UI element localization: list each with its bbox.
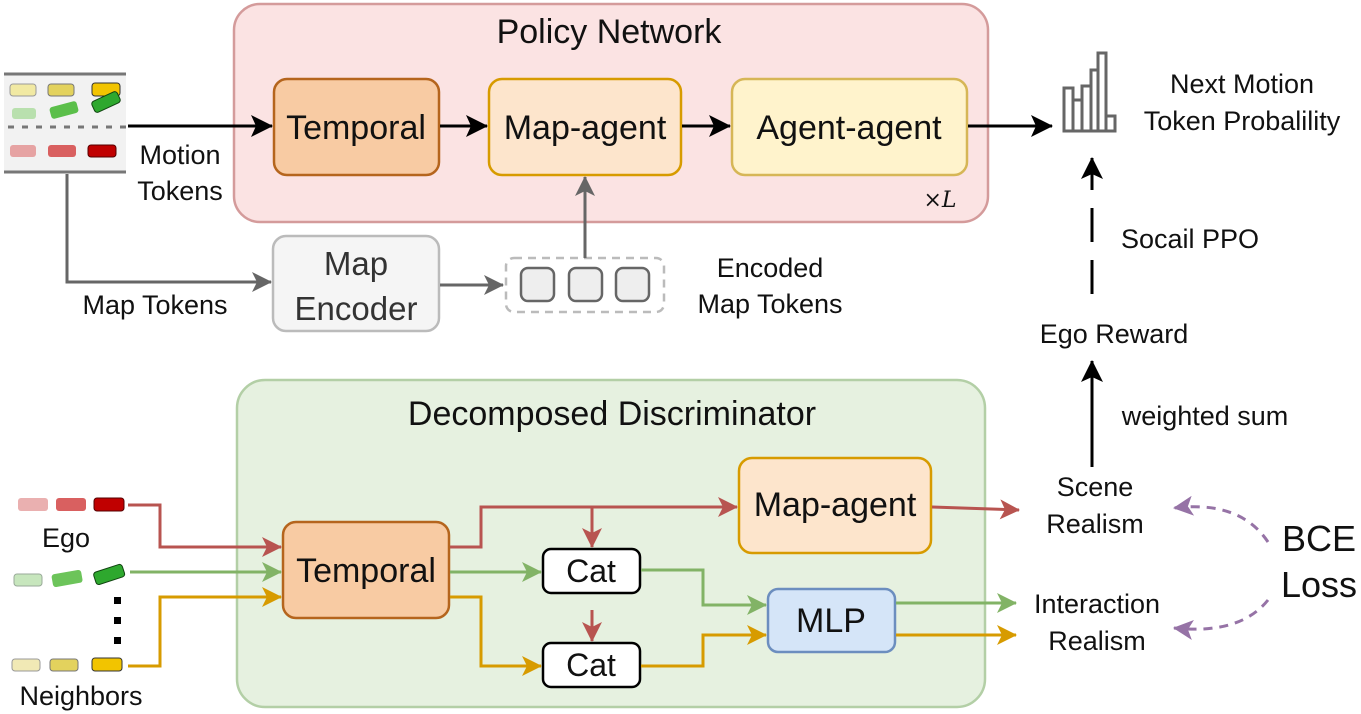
encoded-token-1 <box>519 266 556 303</box>
arrow-yellow-to-temporal <box>128 587 282 668</box>
arrow-temporal-to-map-agent <box>450 497 738 549</box>
neighbors-label: Neighbors <box>19 681 142 711</box>
scene-realism-label-1: Scene <box>1057 472 1134 502</box>
arrow-map-agent-to-scene <box>931 499 1020 520</box>
mlp-label: MLP <box>796 602 866 640</box>
ellipsis-dots <box>114 597 121 644</box>
arrow-bce-to-scene <box>1173 495 1270 543</box>
map-encoder-label-1: Map <box>324 245 388 282</box>
disc-map-agent-block <box>737 456 933 555</box>
scene-realism-label-2: Realism <box>1046 509 1144 539</box>
bce-loss-label-2: Loss <box>1281 564 1357 605</box>
weighted-sum-label: weighted sum <box>1121 401 1289 431</box>
motion-tokens-label-1: Motion <box>139 140 220 170</box>
motion-scene-image <box>4 72 126 174</box>
discriminator-title: Decomposed Discriminator <box>408 395 816 433</box>
disc-temporal-label: Temporal <box>296 552 436 590</box>
encoded-token-3 <box>614 266 651 303</box>
policy-temporal-label: Temporal <box>286 109 426 147</box>
map-encoder-label-2: Encoder <box>295 290 418 327</box>
cat-top-block <box>541 547 642 595</box>
arrow-cat-bottom-to-mlp <box>641 625 767 668</box>
encoded-token-2 <box>567 266 604 303</box>
map-encoder-block <box>271 234 441 333</box>
next-motion-label-2: Token Probalility <box>1144 106 1341 136</box>
probability-histogram-icon <box>1062 51 1117 133</box>
disc-temporal-block <box>281 520 451 620</box>
encoded-map-tokens-label-1: Encoded <box>717 253 824 283</box>
next-motion-label-1: Next Motion <box>1170 69 1314 99</box>
interaction-realism-label-1: Interaction <box>1034 589 1160 619</box>
policy-agent-agent-label: Agent-agent <box>756 109 942 147</box>
cat-top-label: Cat <box>566 553 616 589</box>
arrow-bce-to-interaction <box>1173 599 1270 640</box>
ego-reward-label: Ego Reward <box>1040 319 1189 349</box>
cat-bottom-label: Cat <box>566 647 616 683</box>
motion-tokens-label-2: Tokens <box>137 176 223 206</box>
interaction-realism-label-2: Realism <box>1048 626 1146 656</box>
policy-network-title: Policy Network <box>497 13 723 51</box>
ego-label: Ego <box>42 523 90 553</box>
policy-map-agent-block <box>487 77 683 177</box>
mlp-block <box>766 587 897 654</box>
arrow-temporal-to-cat-bottom <box>450 595 542 676</box>
encoded-map-tokens-label-2: Map Tokens <box>697 289 842 319</box>
arrow-ego-to-temporal <box>128 503 282 557</box>
arrow-map-tokens <box>65 174 272 292</box>
arrow-cat-top-to-mlp <box>641 568 767 615</box>
social-ppo-label: Socail PPO <box>1121 224 1259 254</box>
neighbor-yellow-cars-image <box>11 657 123 672</box>
map-tokens-label: Map Tokens <box>82 290 227 320</box>
policy-agent-agent-block <box>730 77 969 177</box>
repeat-label: ×L <box>923 188 956 213</box>
neighbor-green-cars-image <box>13 563 126 588</box>
policy-temporal-block <box>272 77 441 177</box>
ego-cars-image <box>18 497 125 512</box>
disc-map-agent-label: Map-agent <box>754 486 917 524</box>
bce-loss-label-1: BCE <box>1282 518 1356 559</box>
cat-bottom-block <box>541 641 642 689</box>
policy-map-agent-label: Map-agent <box>504 109 667 147</box>
